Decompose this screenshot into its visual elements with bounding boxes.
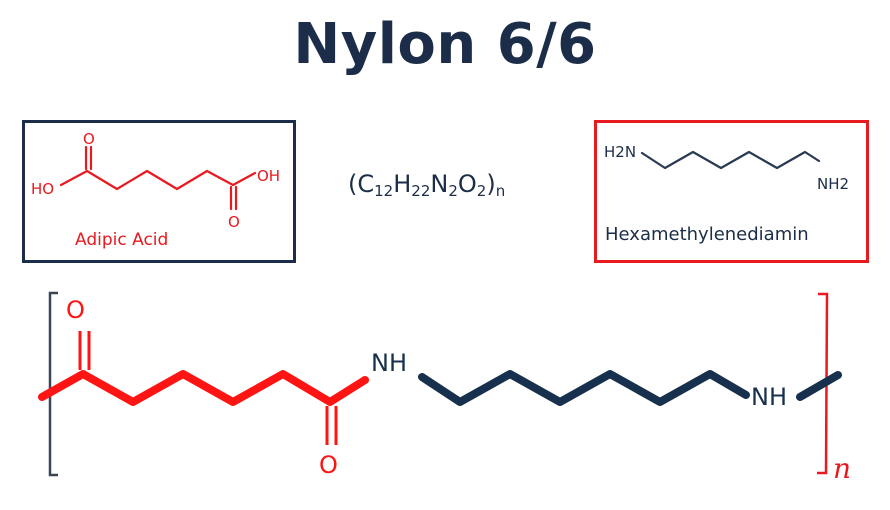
amine-segment xyxy=(418,370,842,406)
hexa-left-group: H2N xyxy=(604,143,636,161)
acid-segment xyxy=(38,370,369,406)
polymer-top-oxygen: O xyxy=(66,296,85,324)
polymer-amide-nh-2: NH xyxy=(751,383,787,411)
adipic-acid-box: HO OH O O Adipic Acid xyxy=(22,120,296,263)
left-bracket-icon xyxy=(48,291,58,477)
adipic-bottom-oxygen: O xyxy=(228,213,240,231)
adipic-top-oxygen: O xyxy=(83,130,95,148)
adipic-acid-structure: HO OH O O xyxy=(31,130,280,231)
repeat-unit-formula: (C12H22N2O2)n xyxy=(348,170,506,200)
polymer-bottom-oxygen: O xyxy=(319,451,338,479)
repeat-count-label: n xyxy=(833,452,851,485)
hexa-right-group: NH2 xyxy=(817,175,849,193)
right-bracket-icon xyxy=(817,292,829,475)
adipic-acid-label: Adipic Acid xyxy=(75,230,169,250)
adipic-left-group: HO xyxy=(31,180,54,198)
adipic-right-group: OH xyxy=(257,167,280,185)
polymer-amide-nh-1: NH xyxy=(371,349,407,377)
hexamethylenediamine-box: H2N NH2 Hexamethylenediamin xyxy=(594,120,869,263)
hexamethylenediamine-label: Hexamethylenediamin xyxy=(605,224,809,245)
page-title: Nylon 6/6 xyxy=(293,12,597,77)
hexamethylenediamine-structure: H2N NH2 xyxy=(604,143,849,193)
